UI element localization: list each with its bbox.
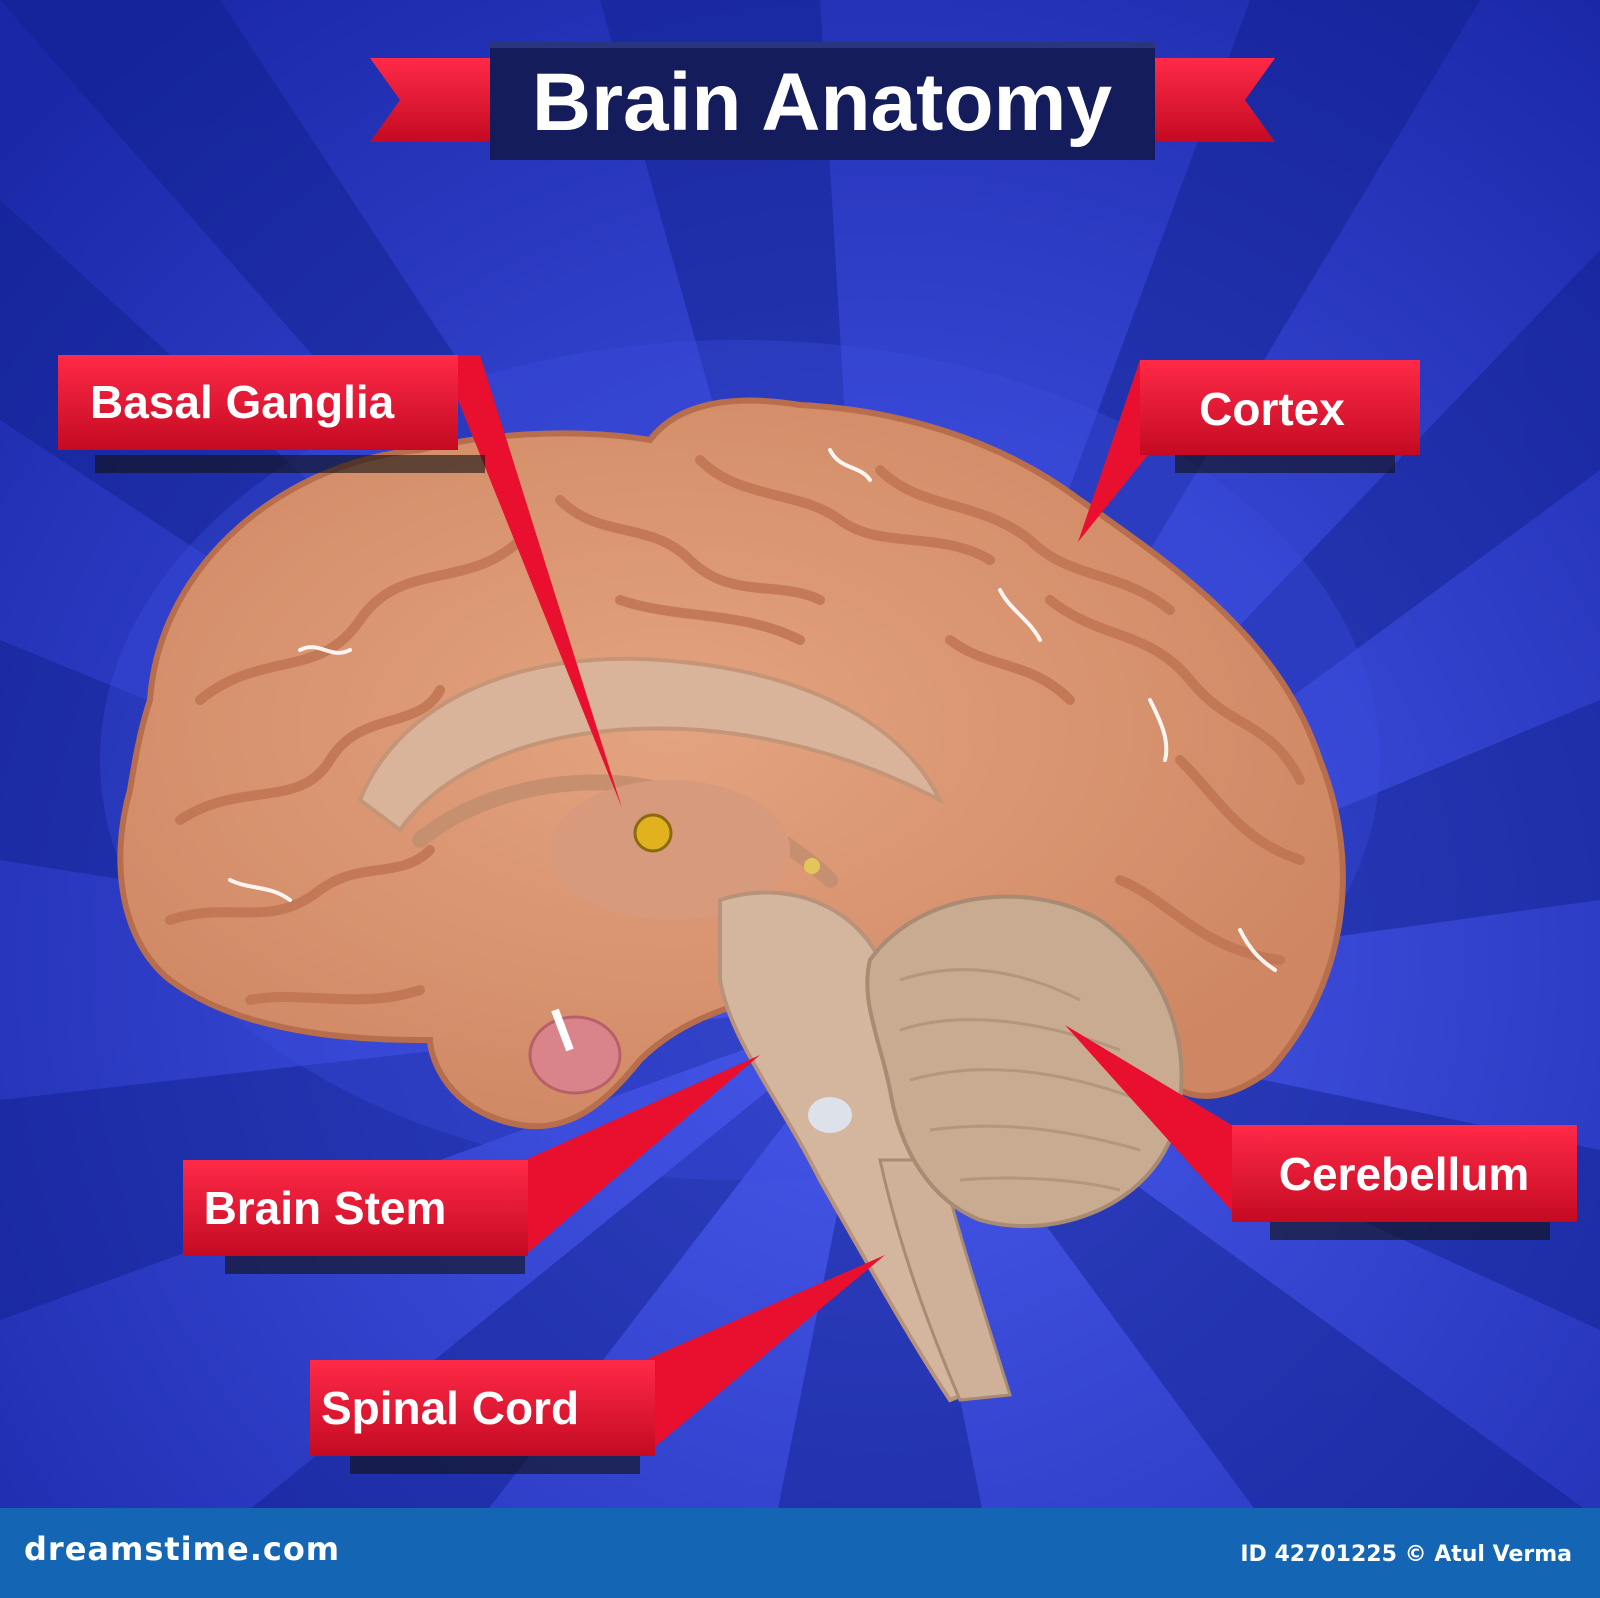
brain-stem-ribbon	[183, 1160, 528, 1256]
cerebellum-ribbon	[1232, 1125, 1577, 1222]
footer-credit: ID 42701225 © Atul Verma	[1240, 1542, 1572, 1567]
basal-ganglia-marker	[633, 813, 673, 853]
pituitary	[528, 1015, 622, 1095]
footer-site: dreamstime.com	[24, 1530, 341, 1568]
corpus-callosum	[357, 656, 945, 833]
label-basal-ganglia: Basal Ganglia	[58, 355, 622, 808]
label-spinal-cord: Spinal Cord	[310, 1255, 885, 1474]
title-ribbon-right-tail	[1155, 58, 1275, 142]
footer-bar: dreamstime.com ID 42701225 © Atul Verma	[0, 1508, 1600, 1598]
label-cerebellum: Cerebellum	[1065, 1025, 1577, 1240]
cerebellum-pointer	[1065, 1025, 1240, 1220]
cortex-text: Cortex	[1199, 383, 1345, 435]
cortex-highlights	[228, 448, 1277, 972]
basal-ganglia-text: Basal Ganglia	[90, 376, 395, 428]
cortex-folds	[165, 455, 1305, 1005]
cerebellum-text: Cerebellum	[1279, 1148, 1530, 1200]
label-brain-stem: Brain Stem	[183, 1055, 760, 1274]
brain-stem-text: Brain Stem	[204, 1182, 447, 1234]
cerebellum-texture	[899, 968, 1141, 1192]
basal-ganglia-ribbon	[58, 355, 458, 450]
basal-ganglia-pointer	[440, 355, 622, 808]
spinal-cord-pointer	[645, 1255, 885, 1455]
brain-illustration	[100, 340, 1380, 1403]
title-ribbon-left-tail	[370, 58, 490, 142]
spinal-cord	[878, 1158, 1012, 1402]
spinal-cord-ribbon	[310, 1360, 655, 1456]
spinal-cord-text: Spinal Cord	[321, 1382, 579, 1434]
cortex-pointer	[1078, 360, 1160, 542]
thalamus	[550, 780, 790, 920]
cerebellum	[865, 894, 1184, 1229]
cortex-ribbon	[1140, 360, 1420, 455]
label-cortex: Cortex	[1078, 360, 1420, 542]
title-banner: Brain Anatomy	[370, 42, 1275, 160]
brain-stem-pointer	[525, 1055, 760, 1255]
page-title: Brain Anatomy	[532, 57, 1113, 148]
